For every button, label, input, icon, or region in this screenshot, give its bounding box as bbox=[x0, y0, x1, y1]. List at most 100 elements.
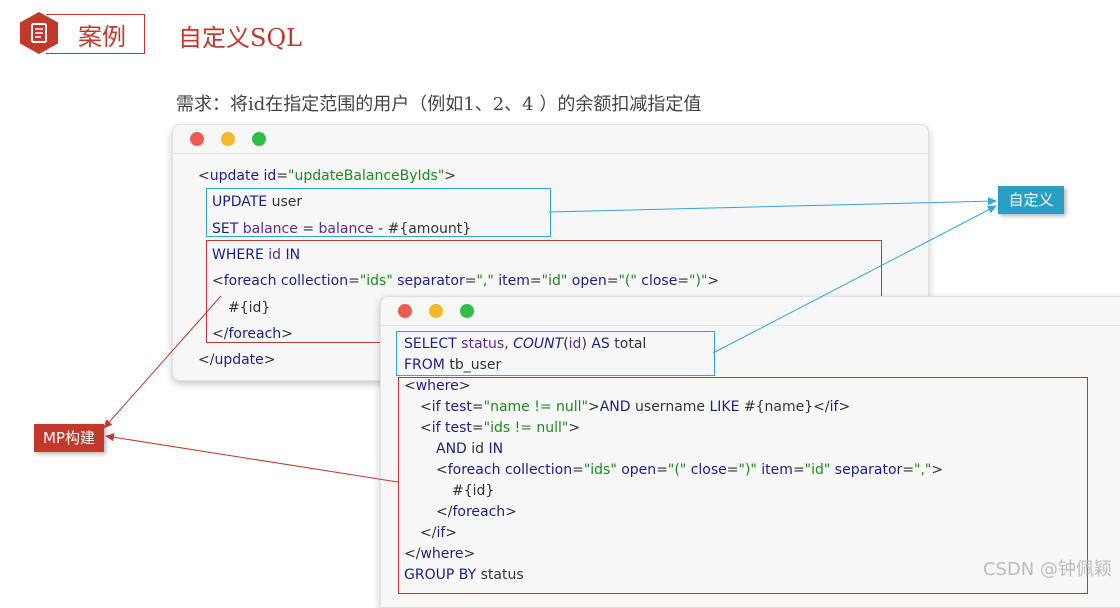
code-token: where bbox=[415, 378, 459, 394]
code-token: #{id} bbox=[452, 483, 495, 499]
code-token: "(" bbox=[667, 462, 687, 478]
title-separator bbox=[381, 325, 1120, 326]
code-line: </foreach> bbox=[436, 504, 517, 520]
code-token: = bbox=[276, 168, 289, 184]
title-separator bbox=[173, 153, 928, 154]
code-token: balance bbox=[318, 220, 374, 237]
code-token: "ids" bbox=[359, 273, 393, 290]
code-token: status bbox=[461, 336, 505, 352]
code-token: id bbox=[466, 441, 489, 457]
case-badge-frame bbox=[46, 14, 145, 54]
code-token: > bbox=[444, 168, 457, 184]
document-icon bbox=[31, 23, 47, 43]
code-token: > bbox=[838, 399, 851, 415]
code-token: id bbox=[568, 336, 582, 352]
code-token: = bbox=[348, 273, 360, 290]
code-token: - #{amount} bbox=[373, 220, 472, 237]
code-token: collection bbox=[280, 273, 349, 290]
code-token: foreach bbox=[228, 325, 282, 342]
code-token: "ids != null" bbox=[483, 420, 569, 436]
code-token: GROUP BY bbox=[404, 567, 477, 583]
code-token: COUNT bbox=[513, 336, 564, 352]
code-token: "name != null" bbox=[483, 399, 588, 415]
mp-callout: MP构建 bbox=[34, 424, 104, 452]
code-token: = bbox=[656, 462, 668, 478]
minimize-dot-icon bbox=[221, 132, 235, 146]
close-dot-icon bbox=[190, 132, 204, 146]
code-token: </ bbox=[404, 546, 421, 562]
code-token: = bbox=[572, 462, 584, 478]
code-token: "," bbox=[476, 273, 494, 290]
code-token: ) bbox=[581, 336, 592, 352]
code-token: close bbox=[690, 462, 727, 478]
code-line: </update> bbox=[198, 352, 276, 368]
code-line: <if test="ids != null"> bbox=[420, 420, 580, 436]
code-token: foreach bbox=[447, 462, 501, 478]
code-token: FROM bbox=[404, 357, 445, 373]
minimize-dot-icon bbox=[429, 304, 443, 318]
code-token: total bbox=[609, 336, 647, 352]
close-dot-icon bbox=[398, 304, 412, 318]
maximize-dot-icon bbox=[252, 132, 266, 146]
code-line: UPDATE user bbox=[212, 194, 302, 210]
code-token: = bbox=[471, 420, 484, 436]
code-token: > bbox=[505, 504, 517, 520]
code-token: "(" bbox=[618, 273, 637, 290]
code-token: status bbox=[476, 567, 524, 583]
code-token: </ bbox=[436, 504, 453, 520]
code-token: > bbox=[263, 352, 276, 369]
code-token: > bbox=[445, 525, 458, 541]
code-token: UPDATE bbox=[212, 194, 268, 211]
code-token: > bbox=[463, 546, 476, 562]
code-line: <where> bbox=[404, 378, 470, 394]
code-line: </where> bbox=[404, 546, 475, 562]
code-token: item bbox=[761, 462, 793, 478]
code-token: if bbox=[431, 399, 441, 415]
code-token: if bbox=[431, 420, 441, 436]
code-token: IN bbox=[488, 441, 504, 457]
code-token: WHERE bbox=[212, 246, 264, 263]
code-token: = bbox=[726, 462, 739, 478]
requirement-text: 需求：将id在指定范围的用户（例如1、2、4 ）的余额扣减指定值 bbox=[176, 94, 702, 115]
code-token: open bbox=[621, 462, 657, 478]
code-line: WHERE id IN bbox=[212, 247, 300, 263]
code-token: user bbox=[267, 194, 303, 211]
code-token: AS bbox=[591, 336, 610, 352]
code-token: < bbox=[198, 168, 210, 184]
code-token: = bbox=[297, 220, 319, 237]
code-token: < bbox=[420, 399, 432, 415]
code-token: , bbox=[504, 336, 514, 352]
code-token: AND bbox=[436, 441, 467, 457]
code-line: <foreach collection="ids" open="(" close… bbox=[436, 462, 943, 478]
code-token: where bbox=[420, 546, 464, 562]
code-token: SET bbox=[212, 220, 239, 237]
code-line: SELECT status, COUNT(id) AS total bbox=[404, 336, 646, 352]
code-token: "ids" bbox=[583, 462, 617, 478]
code-token: > bbox=[281, 325, 293, 342]
code-token: SELECT bbox=[404, 336, 457, 352]
code-token: update bbox=[214, 352, 264, 369]
code-token: separator bbox=[834, 462, 903, 478]
custom-select-highlight-box bbox=[396, 331, 715, 376]
code-token: test bbox=[445, 399, 472, 415]
code-token: id bbox=[268, 246, 282, 263]
code-token: < bbox=[404, 378, 416, 394]
code-token: = bbox=[529, 273, 542, 290]
code-token: < bbox=[436, 462, 448, 478]
page-title: 自定义SQL bbox=[178, 24, 303, 52]
code-token: ( bbox=[563, 336, 569, 352]
code-token: ")" bbox=[738, 462, 757, 478]
code-line: </if> bbox=[420, 525, 457, 541]
code-token: AND bbox=[599, 399, 631, 415]
code-line: #{id} bbox=[228, 300, 270, 316]
arrow-where-to-mp bbox=[105, 433, 399, 483]
code-token: > bbox=[568, 420, 581, 436]
code-token: = bbox=[677, 273, 690, 290]
code-line: #{id} bbox=[452, 483, 494, 499]
code-line: AND id IN bbox=[436, 441, 503, 457]
code-token: balance bbox=[242, 220, 298, 237]
code-token: LIKE bbox=[709, 399, 740, 415]
code-line: GROUP BY status bbox=[404, 567, 524, 583]
code-token: if bbox=[829, 399, 839, 415]
code-token: collection bbox=[504, 462, 573, 478]
